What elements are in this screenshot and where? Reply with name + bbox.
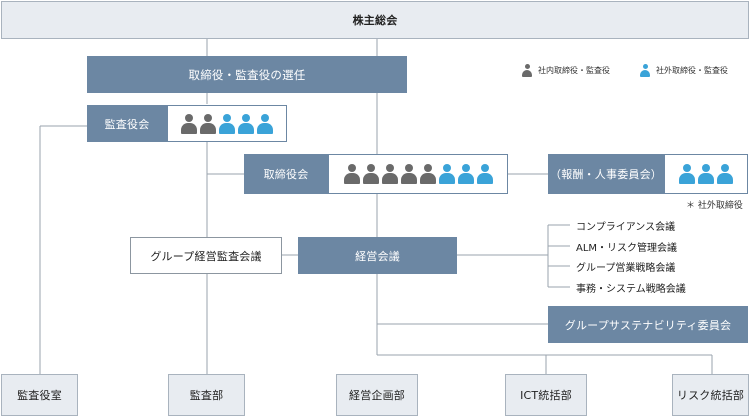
group-audit-meeting-label: グループ経営監査会議	[150, 249, 262, 263]
board-box: 取締役会	[244, 154, 328, 194]
internal-person-icon	[522, 64, 532, 77]
board-members	[328, 154, 508, 194]
shareholders-meeting-box: 株主総会	[1, 1, 749, 39]
committee-label: （報酬・人事委員会）	[550, 168, 662, 181]
meeting-it-systems: 事務・システム戦略会議	[576, 284, 686, 295]
internal-person-icon	[400, 164, 417, 184]
legend-external-label: 社外取締役・監査役	[656, 66, 728, 75]
meeting-group-sales: グループ営業戦略会議	[576, 263, 676, 274]
dept-label: 監査部	[189, 389, 224, 402]
meeting-compliance: コンプライアンス会議	[576, 222, 676, 233]
legend-internal: 社内取締役・監査役	[522, 64, 610, 77]
dept-label: 監査役室	[17, 389, 62, 402]
dept-ict: ICT統括部	[505, 374, 587, 416]
group-audit-meeting-box: グループ経営監査会議	[130, 237, 282, 274]
internal-person-icon	[343, 164, 360, 184]
internal-person-icon	[200, 113, 216, 134]
dept-planning: 経営企画部	[336, 374, 418, 416]
legend-external: 社外取締役・監査役	[640, 64, 728, 77]
internal-person-icon	[181, 113, 197, 134]
internal-person-icon	[381, 164, 398, 184]
audit-board-members	[167, 105, 287, 142]
external-person-icon	[219, 113, 235, 134]
external-person-icon	[438, 164, 455, 184]
dept-audit: 監査部	[168, 374, 245, 416]
board-label: 取締役会	[263, 168, 309, 181]
dept-label: 経営企画部	[349, 389, 405, 402]
external-person-icon	[238, 113, 254, 134]
dept-risk: リスク統括部	[672, 374, 749, 416]
external-person-icon	[257, 113, 273, 134]
audit-board-box: 監査役会	[87, 105, 167, 142]
external-person-icon	[698, 164, 714, 184]
external-person-icon	[717, 164, 733, 184]
internal-person-icon	[362, 164, 379, 184]
management-meeting-label: 経営会議	[355, 249, 400, 263]
external-person-icon	[640, 64, 650, 77]
dept-label: ICT統括部	[520, 389, 572, 402]
dept-audit-office: 監査役室	[1, 374, 78, 416]
audit-board-label: 監査役会	[104, 117, 150, 131]
legend-internal-label: 社内取締役・監査役	[538, 66, 610, 75]
sustainability-committee-box: グループサステナビリティ委員会	[548, 306, 748, 343]
election-box: 取締役・監査役の選任	[87, 56, 407, 93]
internal-person-icon	[419, 164, 436, 184]
election-label: 取締役・監査役の選任	[188, 67, 306, 82]
external-person-icon	[476, 164, 493, 184]
committee-box: （報酬・人事委員会）	[548, 154, 664, 194]
external-person-icon	[457, 164, 474, 184]
external-director-note: ＊ 社外取締役	[686, 201, 743, 211]
committee-members	[664, 154, 748, 194]
shareholders-meeting-label: 株主総会	[352, 14, 398, 27]
external-person-icon	[679, 164, 695, 184]
meeting-alm-risk: ALM・リスク管理会議	[576, 243, 678, 254]
management-meeting-box: 経営会議	[298, 237, 457, 274]
sustainability-committee-label: グループサステナビリティ委員会	[564, 318, 732, 332]
dept-label: リスク統括部	[676, 389, 745, 402]
